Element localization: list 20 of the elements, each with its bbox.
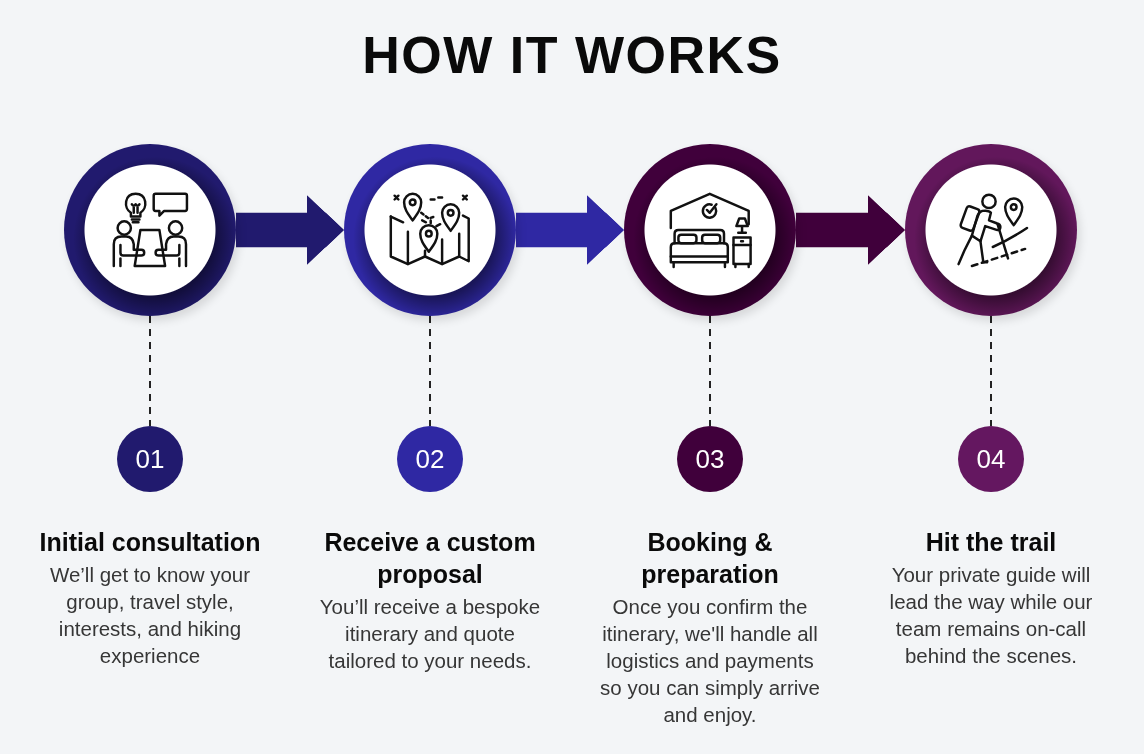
- step-title: Booking & preparation: [640, 527, 780, 590]
- step-title: Hit the trail: [925, 527, 1057, 558]
- dashed-connector: [149, 315, 151, 427]
- step-number: 01: [117, 426, 183, 492]
- step-title: Initial consultation: [39, 527, 261, 558]
- dashed-connector: [709, 315, 711, 427]
- step-description: We’ll get to know your group, travel style, interests, and hiking experience: [48, 562, 252, 669]
- arrow: [796, 195, 905, 265]
- arrow: [236, 195, 344, 265]
- step-number: 04: [958, 426, 1024, 492]
- step-number: 02: [397, 426, 463, 492]
- title: HOW IT WORKS: [362, 25, 782, 86]
- step-description: Your private guide will lead the way while our team remains on-call behind the scenes.: [888, 562, 1094, 669]
- dashed-connector: [429, 315, 431, 427]
- dashed-connector: [990, 315, 992, 427]
- arrow: [516, 195, 624, 265]
- step-number: 03: [677, 426, 743, 492]
- step-description: You’ll receive a bespoke itinerary and quote tailored to your needs.: [318, 594, 542, 674]
- step-title: Receive a custom proposal: [323, 527, 537, 590]
- step-description: Once you confirm the itinerary, we'll handle all logistics and payments so you can simply arrive and enjoy.: [599, 594, 821, 728]
